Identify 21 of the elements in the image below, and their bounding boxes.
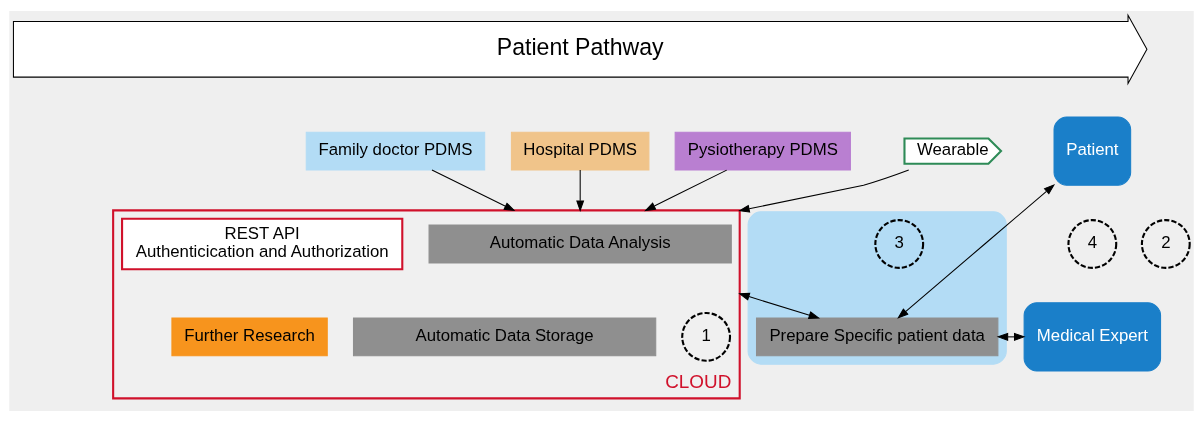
node-circle: 2 xyxy=(1140,218,1191,269)
node-circle: 1 xyxy=(681,311,732,362)
arrow xyxy=(738,168,910,213)
node-box: Medical Expert xyxy=(1023,301,1162,371)
arrow xyxy=(738,292,821,319)
arrow xyxy=(996,332,1026,341)
node-circle: 3 xyxy=(874,218,925,269)
node-box: Automatic Data Storage xyxy=(352,316,657,356)
node-box: REST API Authenticication and Authorization xyxy=(121,217,404,270)
node-box: Prepare Specific patient data xyxy=(755,316,999,356)
arrow xyxy=(897,183,1056,319)
node-box: Patient xyxy=(1053,115,1132,186)
node-box: Hospital PDMS xyxy=(510,131,650,171)
arrow xyxy=(576,169,585,212)
arrow xyxy=(431,169,516,211)
arrow xyxy=(644,169,728,211)
node-box: Further Research xyxy=(171,316,328,356)
node-box: Automatic Data Analysis xyxy=(428,224,732,263)
node-circle: 4 xyxy=(1067,218,1118,269)
node-box: Pysiotherapy PDMS xyxy=(674,131,851,171)
node-box: Family doctor PDMS xyxy=(305,131,486,171)
